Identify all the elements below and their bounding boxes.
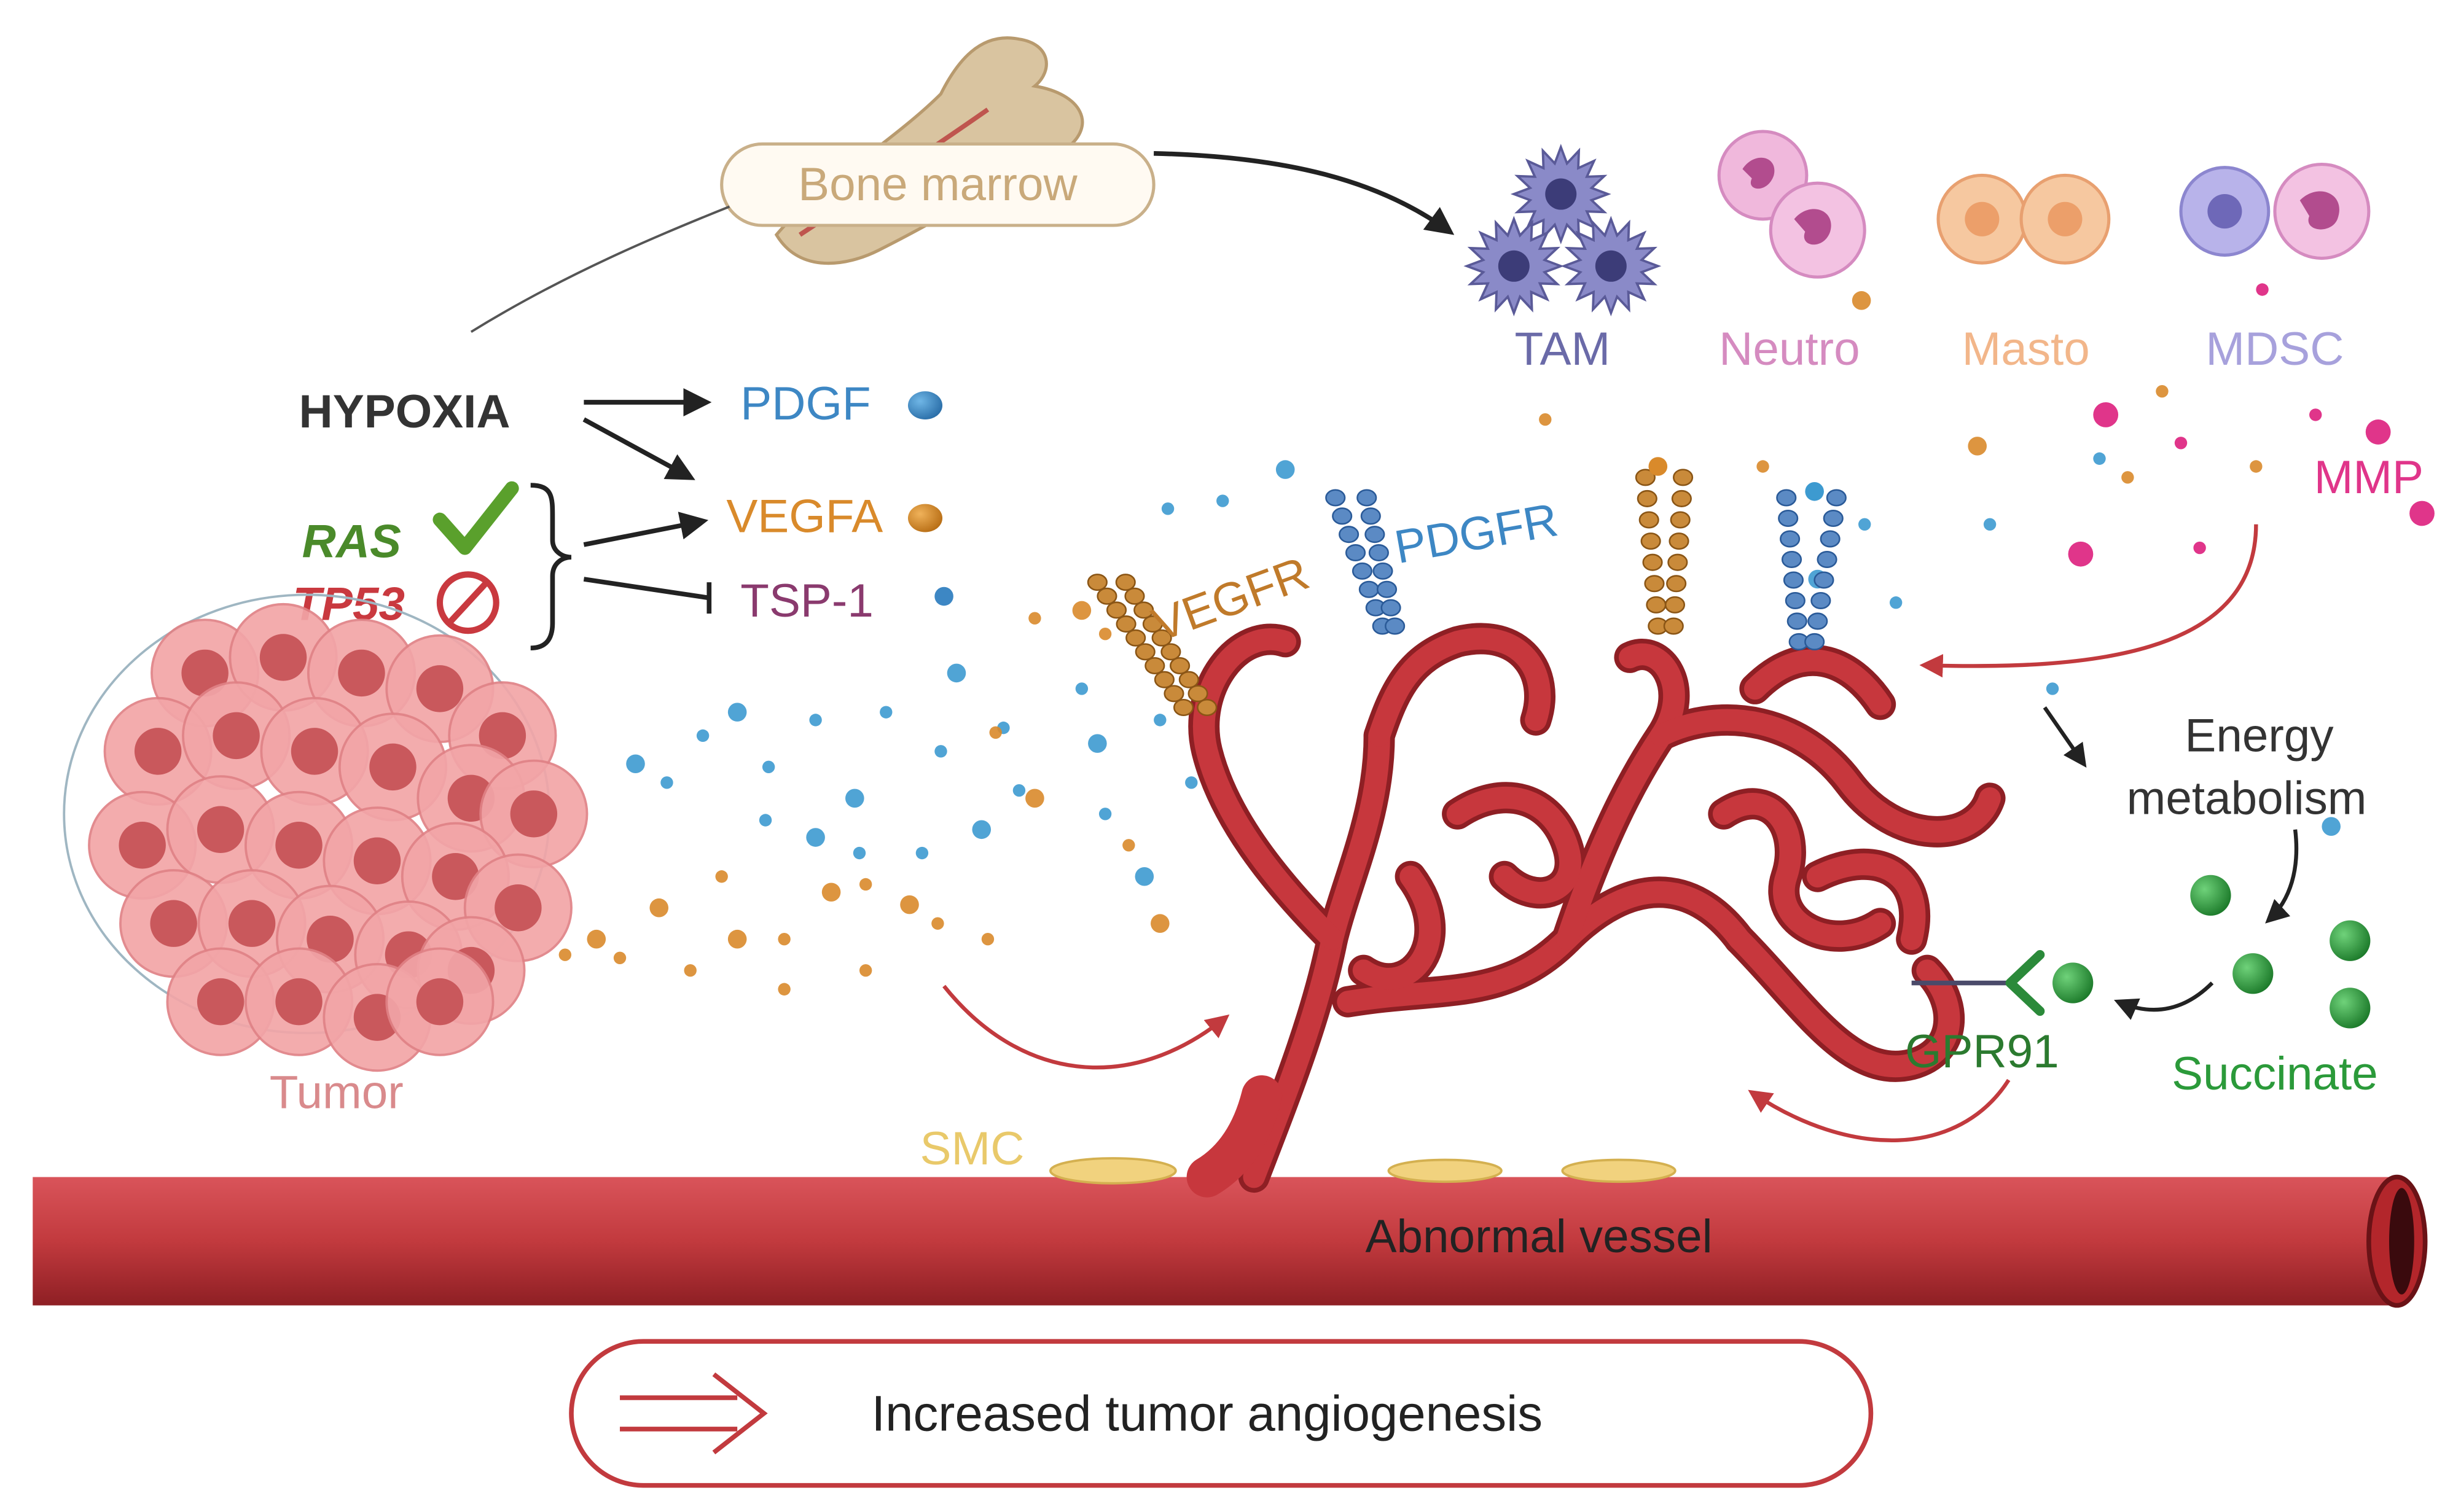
tumor-label: Tumor [270, 1066, 404, 1118]
bone-marrow-group: Bone marrow [470, 36, 1455, 333]
gpr91-label: GPR91 [1905, 1026, 2059, 1078]
smc-cells [1049, 1157, 1677, 1185]
bone-marrow-label-box [720, 142, 1156, 227]
energy-label-line2: metabolism [2127, 772, 2367, 824]
pdgf-molecule-icon [907, 391, 943, 420]
double-arrow-icon [620, 1372, 768, 1455]
neutro-icon [1717, 130, 1866, 279]
masto-icon [1936, 173, 2111, 265]
tumor-group: Tumor [63, 593, 589, 1118]
tumor-to-vessel-arrow [942, 984, 1230, 1070]
hypoxia-to-bone-line [470, 205, 730, 333]
bone-marrow-label: Bone marrow [798, 158, 1078, 211]
pdgfr-label: PDGFR [1391, 494, 1562, 574]
legend: Increased tumor angiogenesis [569, 1339, 1874, 1488]
check-icon [432, 481, 519, 555]
succinate-label: Succinate [2172, 1048, 2378, 1100]
succinate-molecules-icon [2052, 875, 2371, 1029]
no-entry-icon [436, 571, 499, 634]
angiogenic-vessel-tree [1186, 623, 2006, 1198]
ras-label: RAS [302, 515, 401, 567]
gpr91-receptor-icon [1911, 950, 2045, 1016]
tam-label: TAM [1514, 323, 1610, 375]
tsp1-label: TSP-1 [740, 575, 874, 627]
gpr91-to-vessel-arrow [1748, 1078, 2011, 1143]
abnormal-vessel: Abnormal vessel [33, 1174, 2428, 1308]
mmp-to-vessel-arrow [1919, 524, 2258, 678]
brace [530, 483, 572, 650]
tam-icon [1463, 144, 1662, 317]
legend-label: Increased tumor angiogenesis [872, 1385, 1543, 1441]
neutro-label: Neutro [1719, 323, 1860, 375]
vegfa-molecule-icon [907, 504, 943, 532]
immune-cells-group: TAM Neutro Masto MDSC MMP [1463, 130, 2424, 678]
energy-label-line1: Energy [2185, 709, 2334, 762]
mmp-label: MMP [2314, 451, 2424, 504]
vessel-label: Abnormal vessel [1366, 1210, 1713, 1263]
masto-label: Masto [1962, 323, 2090, 375]
mdsc-label: MDSC [2205, 323, 2344, 375]
pdgf-label: PDGF [740, 378, 871, 430]
secreted-factor-dots [558, 283, 2435, 996]
vegfr-receptor-icon [1087, 457, 1694, 717]
energy-metabolism-section: Energy metabolism Succinate GPR91 [1905, 706, 2378, 1100]
bone-to-cells-arrow [1154, 150, 1455, 235]
smc-label: SMC [920, 1123, 1025, 1175]
mdsc-icon [2179, 163, 2371, 260]
pdgfr-receptor-icon [1325, 481, 1847, 650]
vegfa-label: VEGFA [726, 491, 883, 543]
hypoxia-label: HYPOXIA [299, 386, 511, 438]
